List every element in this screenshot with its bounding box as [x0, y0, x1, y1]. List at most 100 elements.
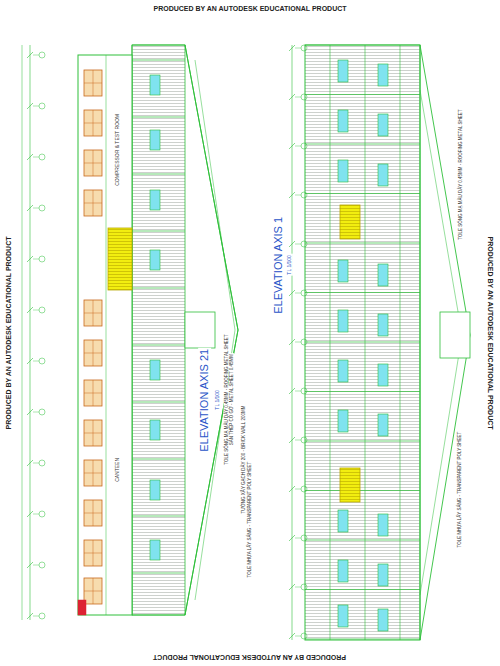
dimension-extension — [295, 342, 301, 343]
staircase — [108, 228, 132, 290]
purlin-line — [132, 459, 185, 460]
purlin-line — [132, 117, 185, 118]
dimension-tick — [289, 388, 295, 394]
dimension-extension — [33, 514, 39, 515]
dimension-tick — [27, 409, 33, 415]
roof-slope — [420, 335, 462, 595]
wall-outline — [305, 45, 420, 640]
material-note: TOLE SÓNG MẠ MÀU DÀY 0.45MM - ROOFING ME… — [223, 334, 228, 466]
roof-slope — [420, 90, 462, 335]
wall-line — [106, 55, 107, 615]
window — [378, 364, 388, 386]
dimension-extension — [295, 244, 301, 245]
axis-marker — [39, 409, 45, 415]
window-transom — [84, 393, 102, 394]
dimension-extension — [295, 489, 301, 490]
window — [338, 160, 348, 182]
axis-marker — [39, 307, 45, 313]
dimension-tick — [289, 192, 295, 198]
dimension-tick — [289, 241, 295, 247]
window — [84, 70, 102, 96]
dimension-tick — [289, 143, 295, 149]
window — [338, 360, 348, 382]
window — [338, 560, 348, 582]
roof-slope — [195, 60, 235, 330]
dimension-extension — [295, 293, 301, 294]
dimension-tick — [289, 584, 295, 590]
window — [84, 380, 102, 406]
roof-outline — [420, 45, 470, 640]
window — [84, 578, 102, 604]
window — [84, 150, 102, 176]
watermark: PRODUCED BY AN AUTODESK EDUCATIONAL PROD… — [486, 235, 494, 430]
roof-slope — [185, 330, 238, 615]
window — [338, 110, 348, 132]
axis-marker — [39, 205, 45, 211]
window-transom — [84, 313, 102, 314]
dimension-line — [30, 45, 31, 620]
dimension-extension — [33, 412, 39, 413]
bay-line — [305, 391, 420, 392]
wall-line — [400, 45, 401, 640]
window-transom — [84, 83, 102, 84]
window — [378, 114, 388, 136]
window — [338, 510, 348, 532]
wall-line — [365, 45, 366, 640]
dimension-extension — [33, 361, 39, 362]
dimension-extension — [295, 146, 301, 147]
dimension-line — [22, 45, 23, 620]
staircase — [340, 205, 360, 239]
window — [378, 264, 388, 286]
bay-line — [305, 94, 420, 95]
dimension-tick — [289, 94, 295, 100]
dimension-tick — [27, 205, 33, 211]
room-name: CANTEEN — [115, 457, 121, 483]
watermark: PRODUCED BY AN AUTODESK EDUCATIONAL PROD… — [152, 5, 347, 13]
dimension-extension — [295, 538, 301, 539]
window — [378, 564, 388, 586]
window — [338, 310, 348, 332]
dimension-tick — [289, 486, 295, 492]
purlin-line — [132, 516, 185, 517]
dimension-extension — [33, 310, 39, 311]
bay-line — [305, 144, 420, 145]
wall-line — [330, 45, 331, 640]
bay-line — [305, 589, 420, 590]
dimension-tick — [289, 437, 295, 443]
axis-marker — [39, 103, 45, 109]
axis-marker — [39, 154, 45, 160]
roof-sheet — [132, 45, 185, 615]
dimension-tick — [289, 633, 295, 639]
window — [84, 420, 102, 446]
dimension-extension — [295, 48, 301, 49]
door-mark — [78, 600, 86, 615]
bay-line — [305, 243, 420, 244]
dimension-extension — [33, 106, 39, 107]
window — [378, 609, 388, 631]
roof-vent — [440, 312, 470, 358]
bay-line — [305, 292, 420, 293]
dimension-extension — [33, 55, 39, 56]
dimension-tick — [289, 290, 295, 296]
dimension-tick — [289, 45, 295, 51]
bay-line — [305, 45, 420, 46]
material-note: TOLE SÓNG MẠ MÀU DÀY 0.45MM - ROOFING ME… — [457, 109, 462, 241]
bay-line — [305, 540, 420, 541]
dimension-extension — [33, 463, 39, 464]
clerestory-window — [150, 130, 160, 150]
axis-marker — [39, 256, 45, 262]
dimension-tick — [27, 103, 33, 109]
staircase — [340, 468, 360, 502]
axis-marker — [39, 52, 45, 58]
watermark: PRODUCED BY AN AUTODESK EDUCATIONAL PROD… — [6, 235, 14, 430]
axis-marker — [39, 460, 45, 466]
dimension-extension — [33, 616, 39, 617]
elevation-title: ELEVATION AXIS 1 — [272, 216, 285, 315]
material-note: TOLE NHỰA LẤY SÁNG - TRANSPARENT POLY SH… — [247, 461, 252, 579]
dimension-extension — [295, 636, 301, 637]
bay-line — [305, 193, 420, 194]
dimension-extension — [295, 440, 301, 441]
dimension-tick — [289, 339, 295, 345]
axis-marker — [39, 613, 45, 619]
